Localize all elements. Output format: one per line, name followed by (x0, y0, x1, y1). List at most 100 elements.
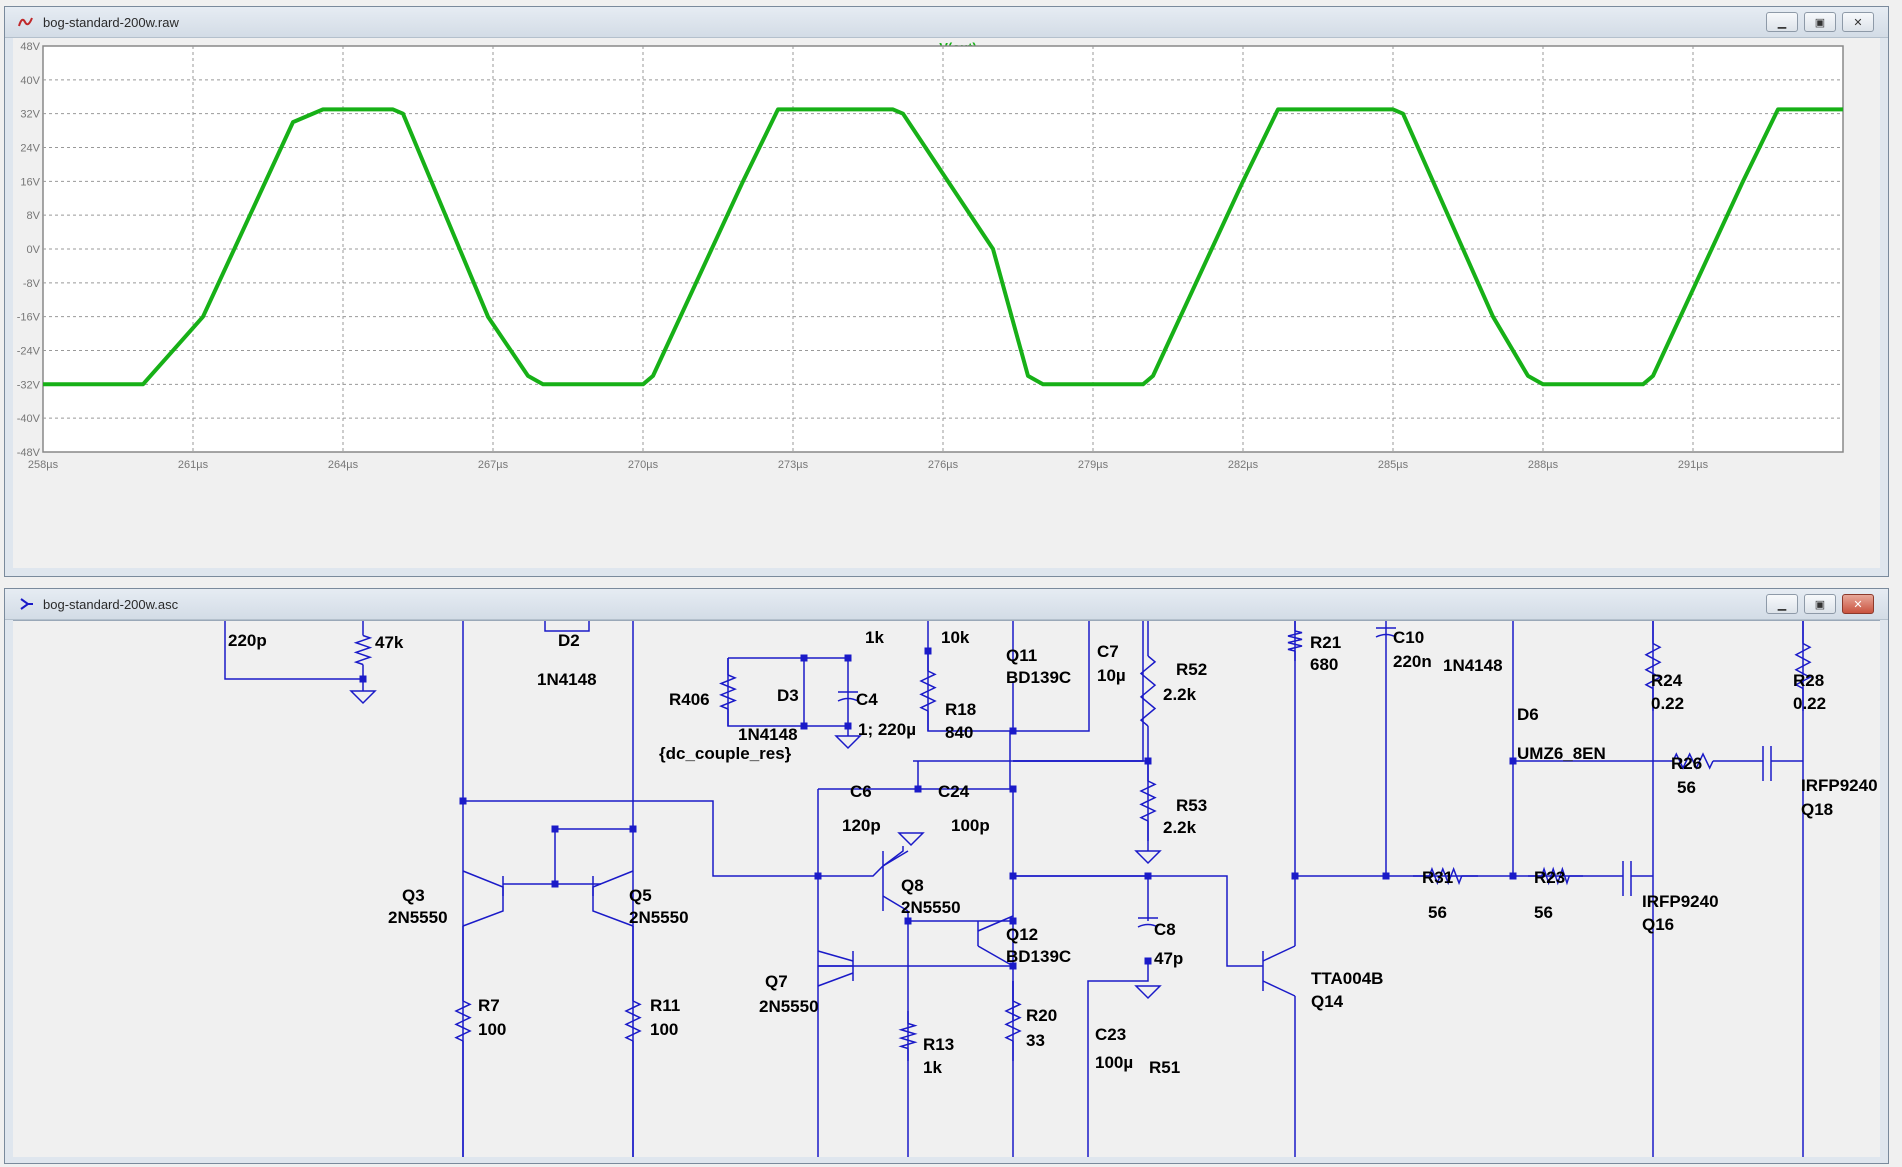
y-tick-label: -24V (17, 346, 41, 358)
waveform-plot[interactable]: V(out) 48V40V32V24V16V8V0V-8V-16V-24V-32… (13, 38, 1880, 570)
schematic-label[interactable]: 1; 220µ (858, 720, 916, 739)
schematic-label[interactable]: C24 (938, 782, 970, 801)
maximize-button[interactable]: ▣ (1804, 12, 1836, 32)
schematic-label[interactable]: D3 (777, 686, 799, 705)
trace-vout[interactable] (43, 107, 1843, 387)
waveform-plot-area[interactable]: V(out) 48V40V32V24V16V8V0V-8V-16V-24V-32… (13, 38, 1880, 568)
waveform-window-title: bog-standard-200w.raw (43, 14, 179, 30)
schematic-label[interactable]: 100p (951, 816, 990, 835)
schematic-label[interactable]: Q3 (402, 886, 425, 905)
y-tick-label: 16V (20, 176, 40, 188)
schematic-label[interactable]: Q11 (1006, 646, 1037, 665)
schematic-label[interactable]: {dc_couple_res} (659, 744, 792, 763)
schematic-label[interactable]: 0.22 (1651, 694, 1684, 713)
schematic-label[interactable]: R11 (650, 996, 680, 1015)
schematic-label[interactable]: R13 (923, 1035, 954, 1054)
schematic-label[interactable]: 1N4148 (738, 725, 798, 744)
schematic-label[interactable]: 840 (945, 723, 973, 742)
schematic-label[interactable]: 56 (1534, 903, 1553, 922)
minimize-button[interactable]: ▁ (1766, 594, 1798, 614)
schematic-label[interactable]: R7 (478, 996, 500, 1015)
schematic-label[interactable]: C6 (850, 782, 872, 801)
schematic-label[interactable]: 120p (842, 816, 881, 835)
schematic-label[interactable]: R23 (1534, 868, 1565, 887)
minimize-button[interactable]: ▁ (1766, 12, 1798, 32)
schematic-label[interactable]: C8 (1154, 920, 1176, 939)
schematic-label[interactable]: 2.2k (1163, 818, 1197, 837)
schematic-label[interactable]: R18 (945, 700, 976, 719)
close-button[interactable]: ✕ (1842, 594, 1874, 614)
schematic-label[interactable]: 56 (1677, 778, 1696, 797)
schematic-label[interactable]: 2N5550 (901, 898, 961, 917)
schematic-label[interactable]: 33 (1026, 1031, 1045, 1050)
y-tick-label: 8V (27, 210, 41, 222)
schematic-label[interactable]: Q7 (765, 972, 788, 991)
y-tick-label: -40V (17, 413, 41, 425)
schematic-label[interactable]: R53 (1176, 796, 1207, 815)
schematic-label[interactable]: D6 (1517, 705, 1539, 724)
schematic-label[interactable]: 100µ (1095, 1053, 1133, 1072)
schematic-label[interactable]: 1N4148 (1443, 656, 1503, 675)
schematic-label[interactable]: C7 (1097, 642, 1119, 661)
schematic-label[interactable]: 2N5550 (759, 997, 819, 1016)
schematic-label[interactable]: 1N4148 (537, 670, 597, 689)
schematic-label[interactable]: 220p (228, 631, 267, 650)
schematic-label[interactable]: R20 (1026, 1006, 1057, 1025)
schematic-label[interactable]: R28 (1793, 671, 1824, 690)
schematic-label[interactable]: BD139C (1006, 947, 1071, 966)
schematic-label[interactable]: R26 (1671, 754, 1702, 773)
schematic-label[interactable]: R21 (1310, 633, 1341, 652)
schematic-label[interactable]: 10µ (1097, 666, 1126, 685)
schematic-label[interactable]: 100 (478, 1020, 506, 1039)
close-button[interactable]: ✕ (1842, 12, 1874, 32)
schematic-label[interactable]: 2N5550 (388, 908, 448, 927)
schematic-label[interactable]: 2N5550 (629, 908, 689, 927)
schematic-label[interactable]: 47p (1154, 949, 1183, 968)
waveform-titlebar[interactable]: bog-standard-200w.raw ▁ ▣ ✕ (5, 7, 1888, 38)
schematic-wires[interactable] (224, 621, 1812, 1157)
x-tick-label: 282µs (1228, 459, 1259, 471)
schematic-titlebar[interactable]: bog-standard-200w.asc ▁ ▣ ✕ (5, 589, 1888, 620)
schematic-label[interactable]: R52 (1176, 660, 1207, 679)
schematic-label[interactable]: 100 (650, 1020, 678, 1039)
schematic-label[interactable]: 10k (941, 628, 970, 647)
schematic-label[interactable]: BD139C (1006, 668, 1071, 687)
schematic-label[interactable]: 0.22 (1793, 694, 1826, 713)
schematic-label[interactable]: R51 (1149, 1058, 1180, 1077)
schematic-label[interactable]: Q16 (1642, 915, 1674, 934)
plot-grid (42, 45, 1844, 453)
schematic-label[interactable]: C4 (856, 690, 878, 709)
y-tick-label: 48V (20, 41, 40, 53)
x-tick-label: 288µs (1528, 459, 1559, 471)
schematic-label[interactable]: Q8 (901, 876, 924, 895)
y-tick-label: -32V (17, 379, 41, 391)
schematic-label[interactable]: IRFP9240 (1642, 892, 1719, 911)
schematic-label[interactable]: 220n (1393, 652, 1432, 671)
schematic-label[interactable]: D2 (558, 631, 580, 650)
schematic-label[interactable]: 2.2k (1163, 685, 1197, 704)
schematic-label[interactable]: 680 (1310, 655, 1338, 674)
schematic-label[interactable]: IRFP9240 (1801, 776, 1878, 795)
schematic-label[interactable]: C10 (1393, 628, 1424, 647)
schematic-label[interactable]: Q5 (629, 886, 652, 905)
maximize-button[interactable]: ▣ (1804, 594, 1836, 614)
schematic-label[interactable]: R24 (1651, 671, 1683, 690)
schematic-window: bog-standard-200w.asc ▁ ▣ ✕ 220p 47k D2 1N4… (4, 588, 1889, 1164)
schematic-label[interactable]: 47k (375, 633, 404, 652)
schematic-label[interactable]: R31 (1422, 868, 1453, 887)
schematic-label[interactable]: C23 (1095, 1025, 1126, 1044)
schematic-label[interactable]: 1k (865, 628, 884, 647)
schematic-label[interactable]: UMZ6_8EN (1517, 744, 1606, 763)
schematic-label[interactable]: Q12 (1006, 925, 1038, 944)
schematic-label[interactable]: Q14 (1311, 992, 1344, 1011)
schematic-label[interactable]: TTA004B (1311, 969, 1383, 988)
schematic-label[interactable]: 56 (1428, 903, 1447, 922)
schematic-label[interactable]: R406 (669, 690, 710, 709)
waveform-window: bog-standard-200w.raw ▁ ▣ ✕ V(out) 48V40… (4, 6, 1889, 577)
schematic-app-icon (17, 595, 35, 613)
schematic-label[interactable]: 1k (923, 1058, 942, 1077)
schematic-label[interactable]: Q18 (1801, 800, 1833, 819)
